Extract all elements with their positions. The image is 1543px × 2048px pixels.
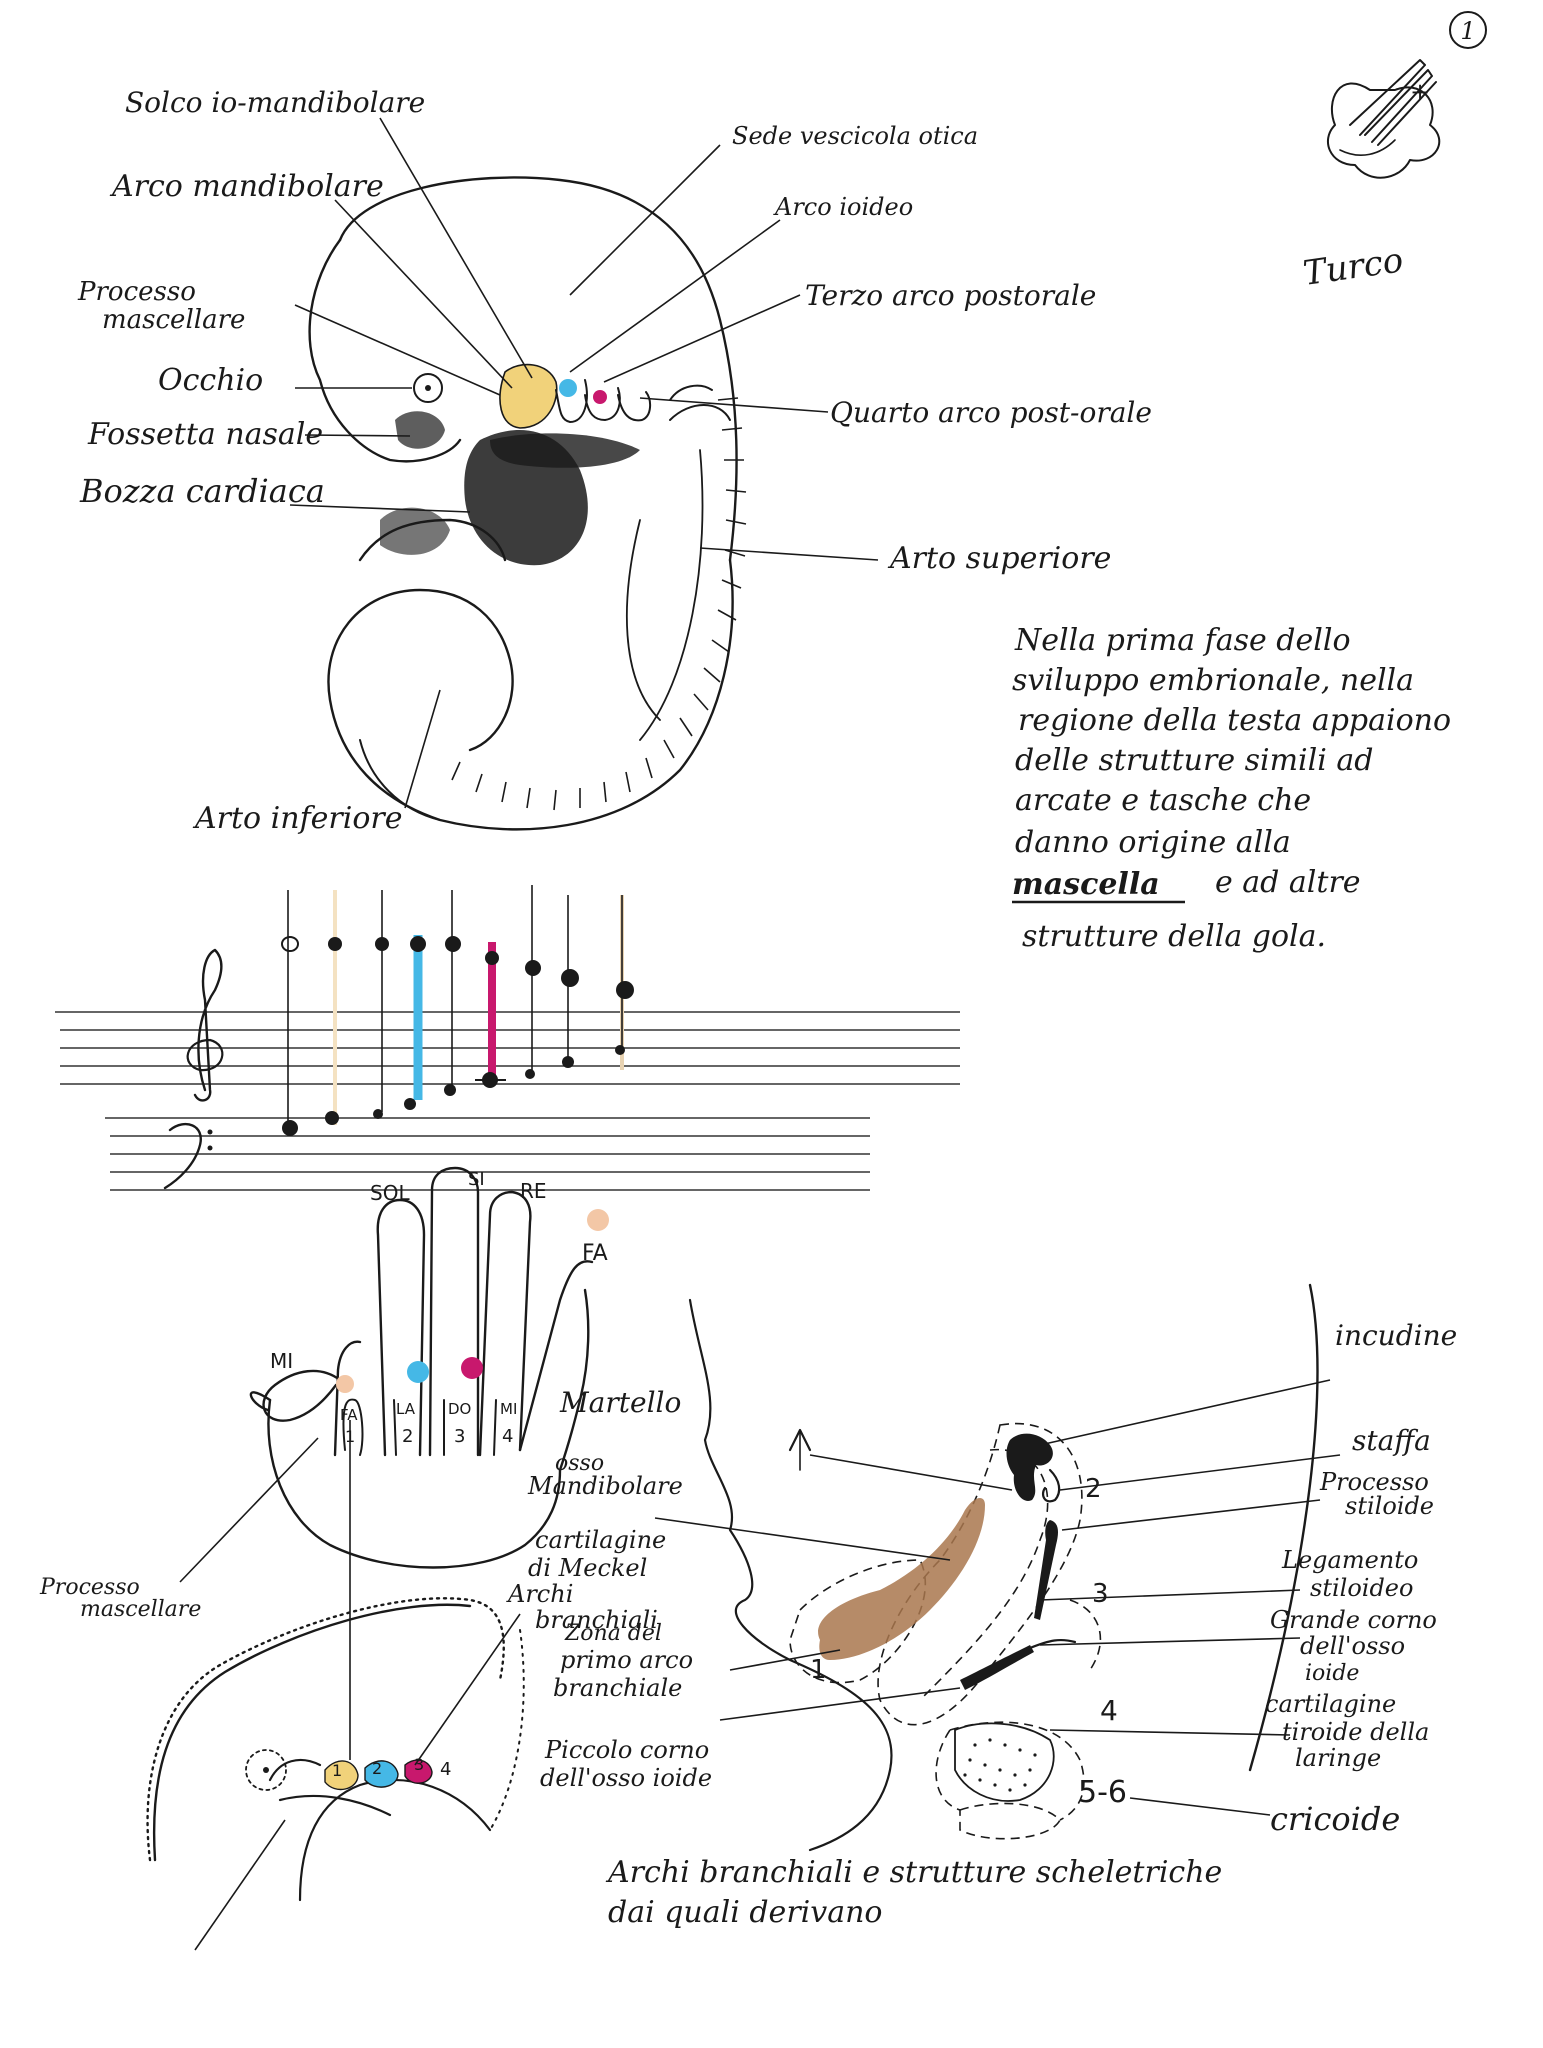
label-arco-mandibolare: Arco mandibolare xyxy=(109,169,384,204)
svg-text:1: 1 xyxy=(810,1655,827,1685)
svg-text:sviluppo embrionale, nella: sviluppo embrionale, nella xyxy=(1012,663,1414,698)
svg-text:+: + xyxy=(1410,78,1430,106)
label-cartilagine-tiroide-1: cartilagine xyxy=(1265,1690,1396,1718)
svg-text:1: 1 xyxy=(332,1761,342,1780)
svg-text:2: 2 xyxy=(372,1759,382,1778)
label-processo-mascellare-1: Processo xyxy=(77,277,196,307)
label-cartilagine-tiroide-2: tiroide della xyxy=(1282,1718,1429,1746)
svg-text:FA: FA xyxy=(340,1406,358,1424)
label-legamento-2: stiloideo xyxy=(1310,1574,1413,1602)
svg-text:4: 4 xyxy=(502,1426,513,1447)
embryo-drawing xyxy=(308,176,747,831)
svg-text:osso: osso xyxy=(555,1451,604,1476)
label-arto-superiore: Arto superiore xyxy=(887,541,1111,576)
svg-text:strutture della gola.: strutture della gola. xyxy=(1022,919,1326,954)
small-embryo: 1 2 3 4 xyxy=(146,1420,525,1951)
music-staff xyxy=(55,885,960,1191)
meckel-cartilage xyxy=(818,1498,985,1660)
label-legamento-1: Legamento xyxy=(1281,1546,1418,1574)
svg-text:dai quali derivano: dai quali derivano xyxy=(608,1895,882,1930)
embryo-leaders xyxy=(289,117,879,809)
label-arco-ioideo: Arco ioideo xyxy=(773,193,913,221)
terzo-arco-dot xyxy=(593,390,607,404)
svg-text:3: 3 xyxy=(454,1426,465,1447)
label-meckel: di Meckel xyxy=(528,1554,647,1582)
label-archi: Archi xyxy=(506,1580,573,1608)
skeleton-drawing: 2 3 1 4 5-6 xyxy=(688,1283,1319,1852)
hand-drawing xyxy=(249,1166,609,1569)
label-cartilagine-tiroide-3: laringe xyxy=(1295,1744,1381,1772)
label-terzo-arco: Terzo arco postorale xyxy=(805,279,1096,312)
svg-text:2: 2 xyxy=(1085,1474,1102,1504)
label-grande-corno-3: ioide xyxy=(1305,1661,1359,1686)
svg-text:Archi branchiali e strutture s: Archi branchiali e strutture scheletrich… xyxy=(605,1855,1222,1890)
svg-text:delle strutture simili ad: delle strutture simili ad xyxy=(1015,743,1373,778)
label-zona-3: branchiale xyxy=(553,1674,682,1702)
label-piccolo-2: dell'osso ioide xyxy=(540,1764,712,1792)
svg-text:Turco: Turco xyxy=(1301,240,1406,294)
svg-text:5-6: 5-6 xyxy=(1078,1775,1127,1810)
svg-text:e ad altre: e ad altre xyxy=(1215,865,1361,900)
embryo-labels: Solco io-mandibolare Arco mandibolare Pr… xyxy=(77,86,1152,836)
note-text: Nella prima fase dello sviluppo embriona… xyxy=(1012,623,1451,954)
svg-text:RE: RE xyxy=(520,1179,547,1203)
svg-text:4: 4 xyxy=(1100,1694,1118,1727)
label-quarto-arco: Quarto arco post-orale xyxy=(830,396,1152,429)
svg-text:SI: SI xyxy=(468,1169,485,1190)
skeleton-leaders xyxy=(654,1379,1341,1816)
label-processo-stiloide-2: stiloide xyxy=(1345,1492,1434,1520)
note-emph: mascella xyxy=(1012,867,1160,902)
svg-text:SOL: SOL xyxy=(370,1181,410,1205)
caption: Archi branchiali e strutture scheletrich… xyxy=(605,1855,1222,1930)
label-martello: Martello xyxy=(559,1386,681,1419)
label-staffa: staffa xyxy=(1352,1424,1431,1457)
svg-text:Nella prima fase dello: Nella prima fase dello xyxy=(1014,623,1351,658)
svg-text:arcate e tasche che: arcate e tasche che xyxy=(1015,783,1311,818)
label-processo-stiloide-1: Processo xyxy=(1319,1468,1429,1496)
label-processo-hand-2: mascellare xyxy=(80,1597,201,1622)
svg-text:danno origine alla: danno origine alla xyxy=(1015,825,1291,860)
svg-text:DO: DO xyxy=(448,1400,471,1418)
arco-ioideo-dot xyxy=(559,379,577,397)
label-piccolo-1: Piccolo corno xyxy=(544,1736,709,1764)
label-occhio: Occhio xyxy=(158,363,263,398)
label-solco: Solco io-mandibolare xyxy=(125,86,425,119)
label-mandibolare: Mandibolare xyxy=(527,1472,683,1500)
corner-sketch: + Turco xyxy=(1301,59,1441,294)
label-incudine: incudine xyxy=(1335,1319,1457,1352)
label-grande-corno-1: Grande corno xyxy=(1270,1606,1437,1634)
page-number: 1 xyxy=(1449,11,1487,49)
svg-text:2: 2 xyxy=(402,1426,413,1447)
svg-text:1: 1 xyxy=(1460,17,1475,45)
svg-text:4: 4 xyxy=(440,1759,451,1780)
label-branchiali: branchiali xyxy=(535,1606,658,1634)
label-processo-mascellare-2: mascellare xyxy=(102,305,245,335)
label-zona-1: Zona del xyxy=(564,1621,662,1646)
skeleton-labels: incudine staffa Processo stiloide Legame… xyxy=(540,1319,1457,1838)
svg-text:3: 3 xyxy=(1092,1579,1109,1609)
label-fossetta-nasale: Fossetta nasale xyxy=(87,417,323,452)
label-zona-2: primo arco xyxy=(560,1646,693,1674)
label-grande-corno-2: dell'osso xyxy=(1300,1632,1405,1660)
label-cricoide: cricoide xyxy=(1270,1800,1400,1838)
svg-text:MI: MI xyxy=(500,1400,517,1418)
svg-text:3: 3 xyxy=(414,1755,424,1774)
svg-text:FA: FA xyxy=(582,1241,608,1266)
svg-text:LA: LA xyxy=(396,1400,416,1418)
label-arto-inferiore: Arto inferiore xyxy=(192,801,403,836)
hand-labels: SOL SI RE FA MI FA 1 LA 2 DO 3 MI 4 Mart… xyxy=(39,1169,683,1634)
label-cartilagine: cartilagine xyxy=(535,1526,666,1554)
label-processo-hand-1: Processo xyxy=(39,1575,140,1600)
svg-text:regione della testa appaiono: regione della testa appaiono xyxy=(1018,703,1451,738)
arco-mandibolare-fill xyxy=(499,363,558,429)
label-bozza-cardiaca: Bozza cardiaca xyxy=(79,472,325,510)
svg-text:MI: MI xyxy=(270,1349,293,1373)
label-sede-vescicola: Sede vescicola otica xyxy=(732,122,978,150)
